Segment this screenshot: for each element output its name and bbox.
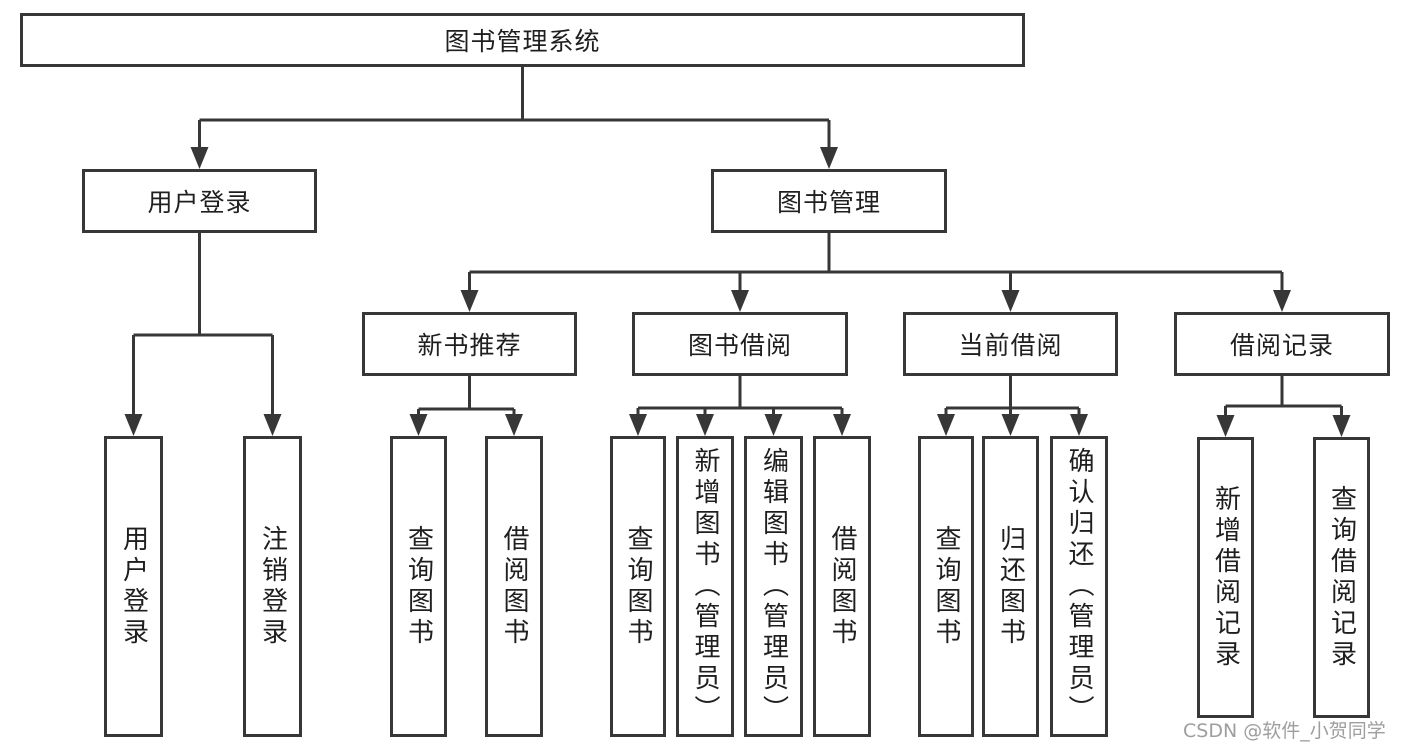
leaf-label: 归还图书 [995,524,1026,649]
leaf-label: 借阅图书 [827,524,857,649]
leaf-label: 查询借阅记录 [1326,484,1357,671]
leaf-borrow-books: 借阅图书 [485,436,543,737]
leaf-query-borrow-record: 查询借阅记录 [1313,437,1370,718]
node-book-management: 图书管理 [711,169,947,233]
csdn-watermark: CSDN @软件_小贺同学 [1183,720,1386,742]
node-library-system: 图书管理系统 [20,13,1025,67]
leaf-label: 确认归还（管理员） [1064,447,1094,726]
leaf-label: 注销登录 [257,524,288,649]
leaf-edit-book-admin: 编辑图书（管理员） [744,436,803,737]
leaf-query-books: 查询图书 [390,436,447,737]
leaf-add-borrow-record: 新增借阅记录 [1197,437,1254,718]
leaf-query-books: 查询图书 [610,436,666,737]
leaf-user-login: 用户登录 [104,436,163,737]
leaf-query-books: 查询图书 [918,436,974,737]
leaf-label: 用户登录 [118,524,149,649]
leaf-label: 查询图书 [623,524,653,649]
leaf-label: 编辑图书（管理员） [758,447,789,726]
leaf-logout: 注销登录 [243,436,302,737]
leaf-label: 新增图书（管理员） [690,447,720,726]
node-current-borrowing: 当前借阅 [903,312,1118,376]
arrowheads [124,147,1351,437]
leaf-label: 查询图书 [403,524,434,649]
node-new-book-recommend: 新书推荐 [362,312,577,376]
leaf-label: 借阅图书 [499,524,529,649]
leaf-add-book-admin: 新增图书（管理员） [676,436,734,737]
node-borrowing-records: 借阅记录 [1174,312,1390,376]
leaf-confirm-return-admin: 确认归还（管理员） [1050,436,1108,737]
leaf-label: 新增借阅记录 [1210,484,1241,671]
leaf-borrow-books: 借阅图书 [813,436,871,737]
leaf-label: 查询图书 [931,524,961,649]
node-user-login: 用户登录 [82,169,317,233]
leaf-return-books: 归还图书 [982,436,1039,737]
node-book-borrowing: 图书借阅 [632,312,848,376]
